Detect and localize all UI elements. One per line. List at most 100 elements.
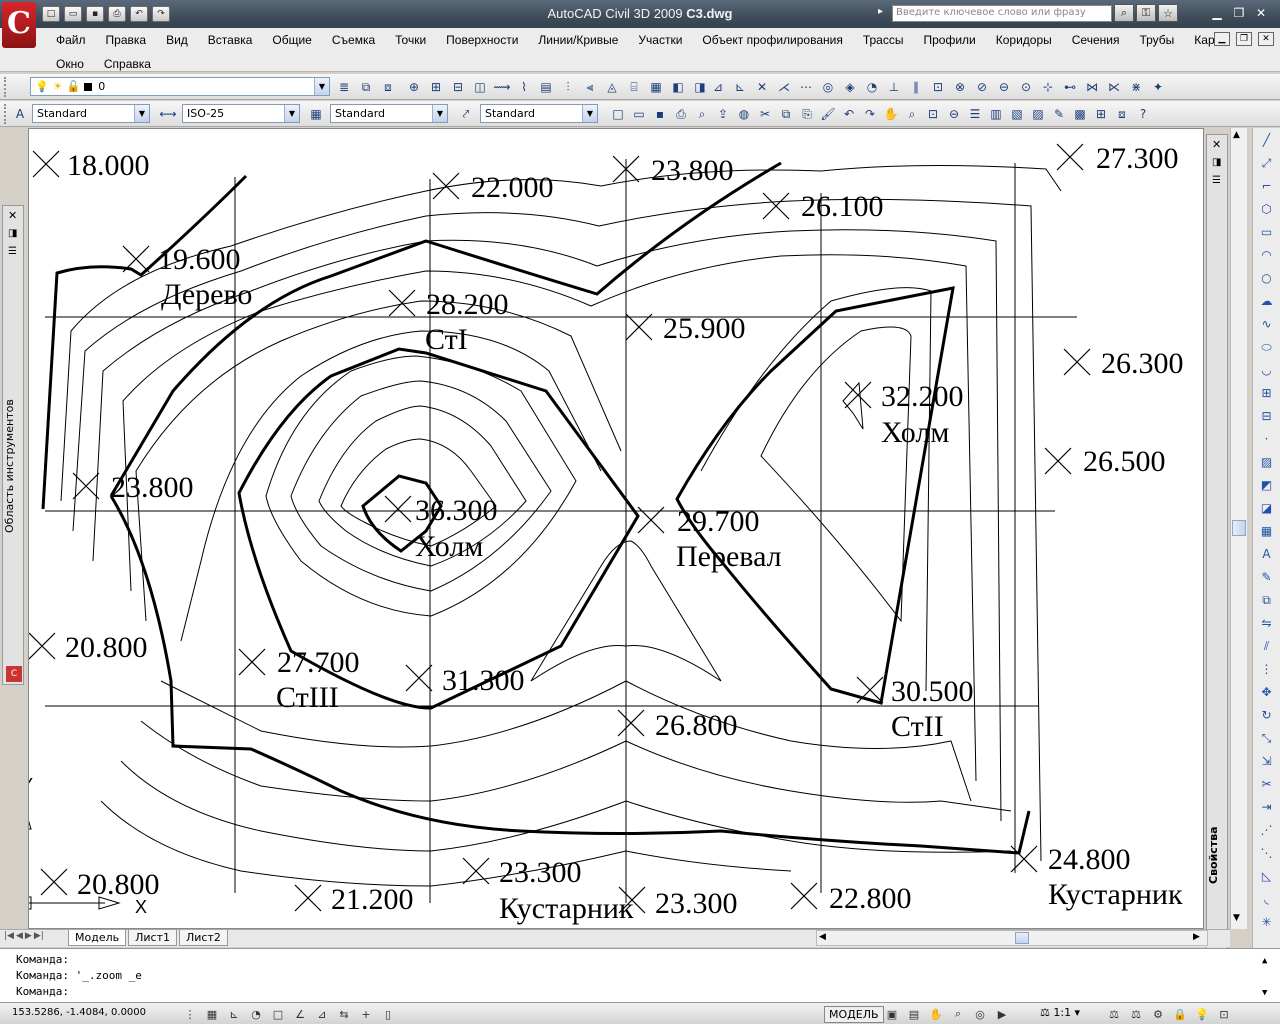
layer-previous-icon[interactable]: ⧈: [384, 79, 392, 94]
menu-survey[interactable]: Съемка: [331, 33, 376, 47]
snap-midpoint-icon[interactable]: ⊾: [734, 80, 746, 94]
section-icon[interactable]: ⫶: [566, 79, 570, 94]
paste-icon[interactable]: ⎘: [802, 106, 812, 121]
drawing-canvas[interactable]: 18.000 22.000 23.800 27.300 26.100 19.60…: [28, 128, 1204, 929]
text-style-combo[interactable]: Standard▼: [32, 104, 150, 123]
undo-icon[interactable]: ↶: [130, 6, 148, 22]
snap-quadrant-icon[interactable]: ◈: [845, 80, 855, 94]
erase-icon[interactable]: ✎: [1261, 570, 1272, 584]
menu-grading[interactable]: Объект профилирования: [702, 33, 843, 47]
grading-icon[interactable]: ◬: [607, 80, 617, 94]
dim-style-icon[interactable]: ⟷: [159, 107, 177, 121]
snap-endpoint-icon[interactable]: ⊿: [712, 80, 724, 94]
circle-icon[interactable]: ○: [1261, 271, 1272, 285]
grid-display-icon[interactable]: ▦: [206, 1007, 218, 1021]
save-icon[interactable]: ▪: [655, 107, 665, 121]
array-icon[interactable]: ⋮: [1260, 662, 1273, 676]
menu-sections[interactable]: Сечения: [1071, 33, 1120, 47]
calculator-icon[interactable]: ⊞: [1095, 107, 1107, 121]
zoom-icon[interactable]: ⌕: [954, 1007, 962, 1020]
polar-tracking-icon[interactable]: ◔: [251, 1007, 261, 1021]
scroll-left-icon[interactable]: ◀: [819, 932, 826, 942]
ortho-mode-icon[interactable]: ⊾: [229, 1007, 239, 1021]
open-file-icon[interactable]: ▭: [64, 6, 82, 22]
zoom-window-icon[interactable]: ⊡: [927, 107, 939, 121]
points-icon[interactable]: ⊞: [430, 80, 442, 94]
layer-walk-icon[interactable]: ⧈: [1118, 106, 1126, 121]
properties-menu-icon[interactable]: ☰: [1212, 175, 1221, 186]
menu-corridors[interactable]: Коридоры: [995, 33, 1052, 47]
explode-icon[interactable]: ✳: [1261, 915, 1272, 929]
snap-none-icon[interactable]: ⊖: [998, 80, 1010, 94]
join-icon[interactable]: ⋱: [1260, 846, 1273, 860]
make-block-icon[interactable]: ⊟: [1261, 409, 1272, 423]
scroll-thumb[interactable]: [1015, 932, 1029, 944]
redo-icon[interactable]: ↷: [152, 6, 170, 22]
chevron-down-icon[interactable]: ▼: [314, 78, 329, 95]
civil-3d-palette-icon[interactable]: C: [6, 666, 22, 682]
close-window-icon[interactable]: ✕: [1255, 6, 1267, 20]
snap-temp-icon[interactable]: ⋉: [1108, 80, 1120, 94]
rotate-icon[interactable]: ↻: [1261, 708, 1272, 722]
scroll-right-icon[interactable]: ▶: [1193, 932, 1200, 942]
search-icon[interactable]: ⌕: [1114, 4, 1134, 22]
layer-combo[interactable]: 💡 ☀ 🔓 0 ▼: [30, 77, 330, 96]
tab-next-icon[interactable]: ▶: [24, 931, 32, 941]
menu-parcels[interactable]: Участки: [638, 33, 683, 47]
polyline-icon[interactable]: ⌐: [1261, 179, 1272, 193]
design-center-icon[interactable]: ▥: [990, 107, 1002, 121]
clean-screen-icon[interactable]: ⊡: [1219, 1007, 1229, 1021]
menu-lines-curves[interactable]: Линии/Кривые: [538, 33, 619, 47]
table-icon[interactable]: ▦: [1260, 524, 1273, 538]
insert-block-icon[interactable]: ⊞: [1261, 386, 1272, 400]
properties-palette[interactable]: ✕ ◨ ☰ Свойства ▣: [1206, 134, 1228, 1000]
snap-intersection-icon[interactable]: ✕: [756, 80, 768, 94]
quickcalc-icon[interactable]: ▩: [1074, 107, 1086, 121]
snap-insert-icon[interactable]: ⊡: [932, 80, 944, 94]
pan-icon[interactable]: ✋: [929, 1007, 943, 1021]
application-menu-button[interactable]: C: [2, 2, 36, 48]
otrack-icon[interactable]: ∠: [295, 1007, 305, 1021]
chevron-down-icon[interactable]: ▼: [432, 105, 447, 122]
redo-icon[interactable]: ↷: [864, 107, 876, 121]
vertical-scrollbar[interactable]: ▲ ▼: [1230, 128, 1247, 929]
zoom-realtime-icon[interactable]: ⌕: [908, 106, 916, 121]
command-line[interactable]: Команда: Команда: '_.zoom _e Команда: ▲ …: [0, 948, 1280, 1002]
parcel-icon[interactable]: ◫: [474, 80, 486, 94]
qnew-icon[interactable]: □: [612, 107, 624, 121]
layer-states-icon[interactable]: ⧉: [361, 79, 371, 94]
communication-center-icon[interactable]: ⚿: [1136, 4, 1156, 22]
lineweight-icon[interactable]: +: [361, 1007, 371, 1021]
ellipse-icon[interactable]: ⬭: [1261, 339, 1272, 354]
arc-icon[interactable]: ◠: [1261, 248, 1272, 262]
fillet-icon[interactable]: ◟: [1264, 892, 1269, 906]
tab-layout2[interactable]: Лист2: [178, 930, 228, 946]
profile-icon[interactable]: ⌇: [521, 80, 527, 94]
menu-insert[interactable]: Вставка: [207, 33, 253, 47]
text-style-icon[interactable]: A: [15, 107, 25, 121]
snap-center-icon[interactable]: ◎: [822, 80, 834, 94]
scroll-down-icon[interactable]: ▼: [1233, 913, 1240, 923]
close-icon[interactable]: ✕: [1212, 138, 1222, 151]
snap-extension-icon[interactable]: ⋯: [800, 80, 812, 94]
menu-alignments[interactable]: Трассы: [862, 33, 904, 47]
plot-icon[interactable]: ⎙: [676, 106, 686, 121]
tool-palette[interactable]: ✕ ◨ ☰ Область инструментов C: [2, 205, 24, 685]
prospector-icon[interactable]: ◨: [694, 80, 706, 94]
toolbar-grip[interactable]: [4, 104, 8, 124]
pipe-icon[interactable]: ⫷: [586, 79, 594, 94]
stretch-icon[interactable]: ⇲: [1261, 754, 1272, 768]
transparent-icon[interactable]: ◧: [672, 80, 684, 94]
scroll-down-icon[interactable]: ▼: [1262, 988, 1268, 998]
snap-perpendicular-icon[interactable]: ⊥: [888, 80, 900, 94]
menu-file[interactable]: Файл: [56, 33, 86, 47]
dwf-icon[interactable]: ◍: [738, 107, 750, 121]
workspace-settings-icon[interactable]: ⚙: [1153, 1007, 1163, 1021]
mirror-icon[interactable]: ⇋: [1261, 616, 1272, 630]
save-icon[interactable]: ▪: [86, 6, 104, 22]
doc-close-icon[interactable]: ✕: [1258, 32, 1274, 46]
menu-edit[interactable]: Правка: [105, 33, 147, 47]
auto-scale-icon[interactable]: ⚖: [1131, 1007, 1141, 1021]
menu-surfaces[interactable]: Поверхности: [446, 33, 519, 47]
showmotion-icon[interactable]: ▶: [997, 1007, 1007, 1021]
